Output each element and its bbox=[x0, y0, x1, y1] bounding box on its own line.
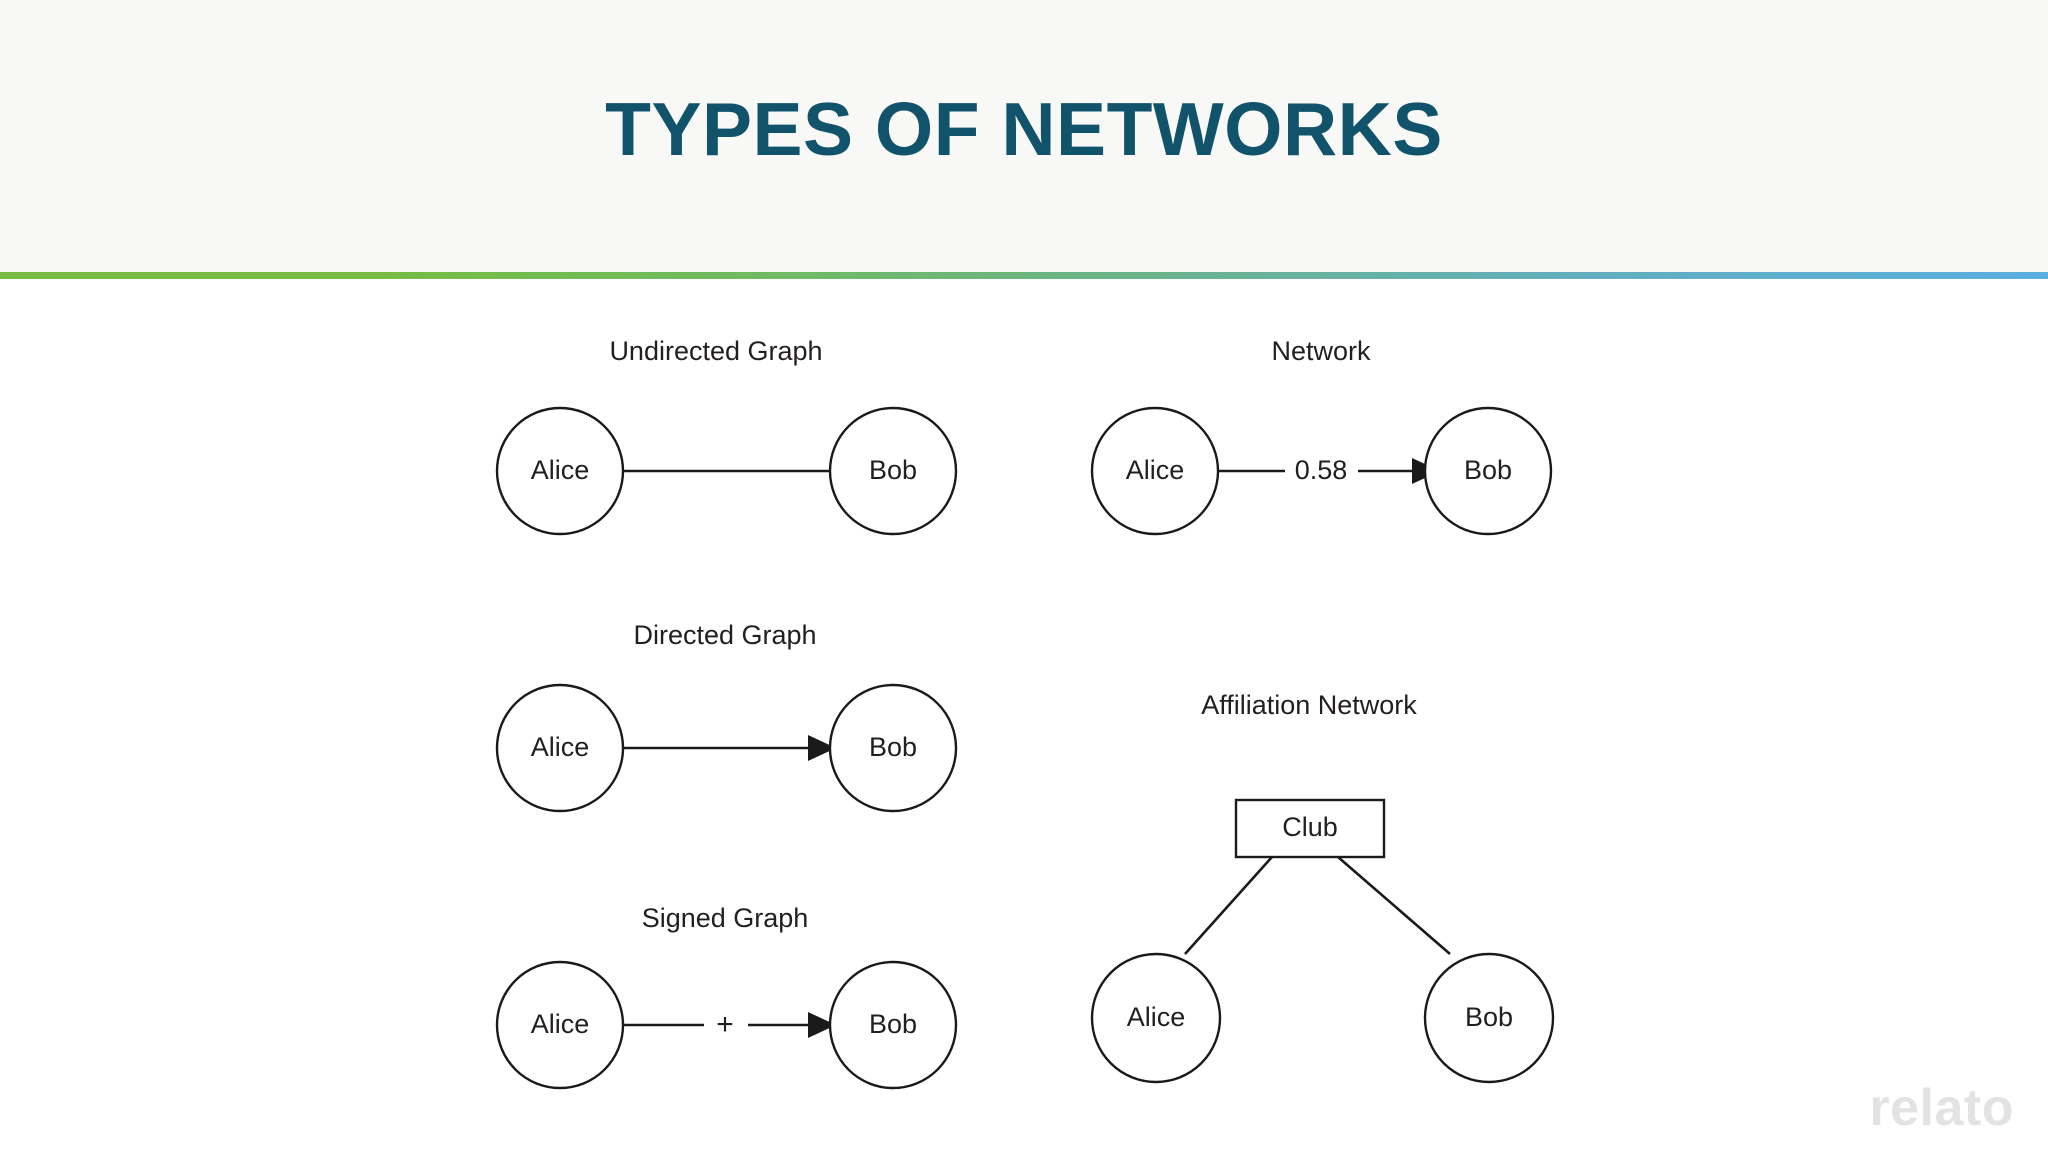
node-directed-alice-label: Alice bbox=[531, 732, 590, 762]
panel-undirected-graph: Undirected Graph Alice Bob bbox=[495, 336, 958, 536]
panel-network: Network 0.58 Alice Bob bbox=[1090, 336, 1553, 536]
node-network-alice[interactable] bbox=[1090, 406, 1220, 536]
node-affiliation-bob-label: Bob bbox=[1465, 1002, 1513, 1032]
node-directed-alice[interactable] bbox=[495, 683, 625, 813]
node-affiliation-club[interactable] bbox=[1234, 798, 1386, 859]
node-signed-alice-label: Alice bbox=[531, 1009, 590, 1039]
node-network-bob[interactable] bbox=[1423, 406, 1553, 536]
node-affiliation-bob[interactable] bbox=[1423, 952, 1555, 1084]
node-affiliation-alice-label: Alice bbox=[1127, 1002, 1186, 1032]
node-signed-alice[interactable] bbox=[495, 960, 625, 1090]
header-gradient-divider bbox=[0, 272, 2048, 279]
node-signed-bob[interactable] bbox=[828, 960, 958, 1090]
page-title: TYPES OF NETWORKS bbox=[605, 87, 1443, 171]
panel-title-signed-graph: Signed Graph bbox=[642, 903, 809, 933]
slide-header: TYPES OF NETWORKS bbox=[0, 0, 2048, 272]
edge-affiliation-club-bob bbox=[1337, 856, 1451, 955]
relato-watermark-logo: relato bbox=[1869, 1079, 2014, 1137]
node-affiliation-alice[interactable] bbox=[1090, 952, 1222, 1084]
panel-directed-graph: Directed Graph Alice Bob bbox=[495, 620, 958, 813]
networks-diagram: Undirected Graph Alice Bob Directed Grap… bbox=[495, 336, 1555, 1090]
arrowhead-directed-icon bbox=[808, 735, 836, 761]
node-undirected-alice-label: Alice bbox=[531, 455, 590, 485]
diagram-canvas: Undirected Graph Alice Bob Directed Grap… bbox=[0, 279, 2048, 1152]
node-undirected-alice[interactable] bbox=[495, 406, 625, 536]
node-directed-bob[interactable] bbox=[828, 683, 958, 813]
panel-signed-graph: Signed Graph + Alice Bob bbox=[495, 903, 958, 1090]
panel-title-undirected-graph: Undirected Graph bbox=[609, 336, 822, 366]
panel-affiliation-network: Affiliation Network Club Alice Bob bbox=[1090, 690, 1555, 1084]
edge-label-signed-sign: + bbox=[716, 1008, 734, 1041]
panel-title-affiliation-network: Affiliation Network bbox=[1201, 690, 1417, 720]
node-undirected-bob[interactable] bbox=[828, 406, 958, 536]
node-network-bob-label: Bob bbox=[1464, 455, 1512, 485]
node-undirected-bob-label: Bob bbox=[869, 455, 917, 485]
arrowhead-signed-icon bbox=[808, 1012, 836, 1038]
panel-title-directed-graph: Directed Graph bbox=[633, 620, 816, 650]
panel-title-network: Network bbox=[1271, 336, 1371, 366]
edge-label-network-weight: 0.58 bbox=[1295, 455, 1348, 485]
edge-affiliation-club-alice bbox=[1184, 856, 1273, 955]
node-directed-bob-label: Bob bbox=[869, 732, 917, 762]
node-affiliation-club-label: Club bbox=[1282, 812, 1338, 842]
node-network-alice-label: Alice bbox=[1126, 455, 1185, 485]
node-signed-bob-label: Bob bbox=[869, 1009, 917, 1039]
